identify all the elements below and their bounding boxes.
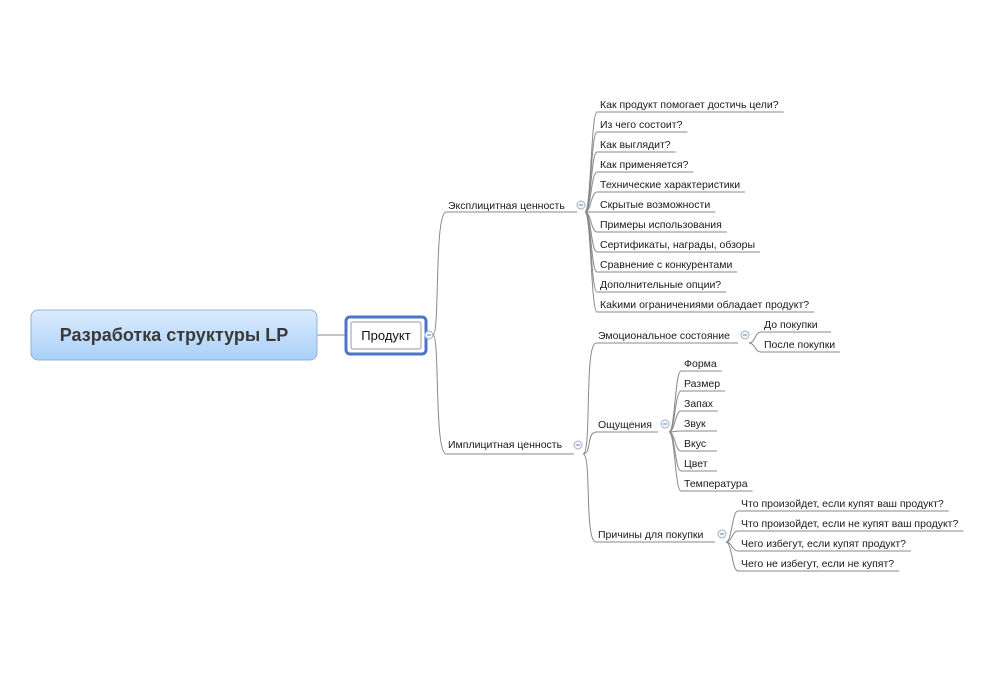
sensations-collapse-icon[interactable] [660,419,670,429]
topic-sensations[interactable]: Ощущения [596,419,658,433]
topic-item-label: Вкус [684,438,706,450]
reasons-children-connector [725,510,739,543]
explicit-children-connector [584,191,598,213]
root-topic-label: Разработка структуры LP [60,325,288,345]
topic-item[interactable]: Размер [681,378,726,392]
topic-item-label: Звук [684,418,706,430]
topic-explicit-value[interactable]: Эксплицитная ценность [446,200,577,213]
topic-item-label: Что произойдет, если купят ваш продукт? [741,498,944,510]
emotional-label: Эмоциональное состояние [598,330,730,342]
topic-item[interactable]: Как применяется? [597,159,694,173]
topic-item-label: Как продукт помогает достичь цели? [600,99,779,111]
central-collapse-icon[interactable] [424,330,434,340]
explicit-children-connector [584,171,598,213]
topic-item[interactable]: Сертификаты, награды, обзоры [597,239,761,253]
topic-item[interactable]: Дополнительные опции? [597,279,727,293]
topic-item-label: Запах [684,398,714,410]
topic-item-label: Что произойдет, если не купят ваш продук… [741,518,958,530]
reasons-children-connector [725,541,739,572]
topic-item[interactable]: Вкус [681,438,717,452]
explicit-children-connector [584,111,598,213]
topic-item[interactable]: Из чего состоит? [597,119,688,133]
explicit-children: Как продукт помогает достичь цели? Из чег… [584,99,815,313]
explicit-children-connector [584,211,598,293]
implicit-label: Имплицитная ценность [448,439,563,451]
topic-item[interactable]: Сравнение с конкурентами [597,259,738,273]
topic-item[interactable]: Как продукт помогает достичь цели? [597,99,784,113]
sensations-children-connector [668,410,682,433]
topic-item[interactable]: Температура [681,478,753,492]
topic-item-label: До покупки [764,319,818,331]
explicit-collapse-icon[interactable] [576,200,586,210]
sensations-children-connector [668,390,682,433]
topic-item[interactable]: После покупки [761,339,841,353]
topic-item-label: Температура [684,478,748,490]
topic-item[interactable]: Чего избегут, если купят продукт? [738,538,911,552]
explicit-children-connector [584,211,598,313]
topic-item-label: Дополнительные опции? [600,279,721,291]
topic-reasons-to-buy[interactable]: Причины для покупки [596,529,715,543]
topic-item[interactable]: Каkими ограничениями обладает продукт? [597,299,815,313]
topic-implicit-value[interactable]: Имплицитная ценность [446,439,574,455]
central-topic[interactable]: Продукт [344,315,428,356]
topic-item[interactable]: Что произойдет, если не купят ваш продук… [738,518,964,532]
topic-item[interactable]: Что произойдет, если купят ваш продукт? [738,498,949,512]
emotional-children-connector [748,342,762,353]
reasons-label: Причины для покупки [598,529,703,541]
topic-item-label: Как выглядит? [600,139,671,151]
topic-item[interactable]: Примеры использования [597,219,727,233]
emotional-children-connector [748,331,762,344]
branch-to-emotional [582,342,597,455]
topic-item-label: Сертификаты, награды, обзоры [600,239,755,251]
root-topic[interactable]: Разработка структуры LP [30,309,318,361]
topic-item-label: Каkими ограничениями обладает продукт? [600,299,809,311]
explicit-label: Эксплицитная ценность [448,200,565,212]
topic-item-label: Сравнение с конкурентами [600,259,732,271]
topic-item-label: Скрытые возможности [600,199,710,211]
explicit-children-connector [584,131,598,213]
topic-item[interactable]: Цвет [681,458,717,472]
topic-item[interactable]: Технические характеристики [597,179,746,193]
topic-item[interactable]: Звук [681,418,717,432]
implicit-collapse-icon[interactable] [573,440,583,450]
branch-to-reasons [582,453,597,543]
topic-item-label: Как применяется? [600,159,689,171]
topic-item[interactable]: До покупки [761,319,831,333]
topic-emotional-state[interactable]: Эмоциональное состояние [596,330,738,344]
branch-to-sensations [582,431,597,455]
branch-to-explicit [432,211,447,336]
topic-item[interactable]: Как выглядит? [597,139,676,153]
topic-item-label: После покупки [764,339,835,351]
reasons-children-connector [725,530,739,543]
reasons-children: Что произойдет, если купят ваш продукт? Ч… [725,498,964,572]
topic-item[interactable]: Чего не избегут, если не купят? [738,558,900,572]
topic-item[interactable]: Форма [681,358,722,372]
topic-item-label: Примеры использования [600,219,722,231]
sensations-label: Ощущения [598,419,652,431]
branch-to-implicit [432,334,447,455]
topic-item-label: Форма [684,358,717,370]
topic-item-label: Цвет [684,458,708,470]
topic-item-label: Чего не избегут, если не купят? [741,558,894,570]
topic-item[interactable]: Запах [681,398,718,412]
central-topic-label: Продукт [361,328,410,343]
reasons-collapse-icon[interactable] [717,529,727,539]
topic-item-label: Из чего состоит? [600,119,683,131]
topic-item-label: Технические характеристики [600,179,740,191]
topic-item-label: Размер [684,378,720,390]
topic-item-label: Чего избегут, если купят продукт? [741,538,906,550]
sensations-children-connector [668,431,682,492]
emotional-collapse-icon[interactable] [740,330,750,340]
topic-item[interactable]: Скрытые возможности [597,199,716,213]
